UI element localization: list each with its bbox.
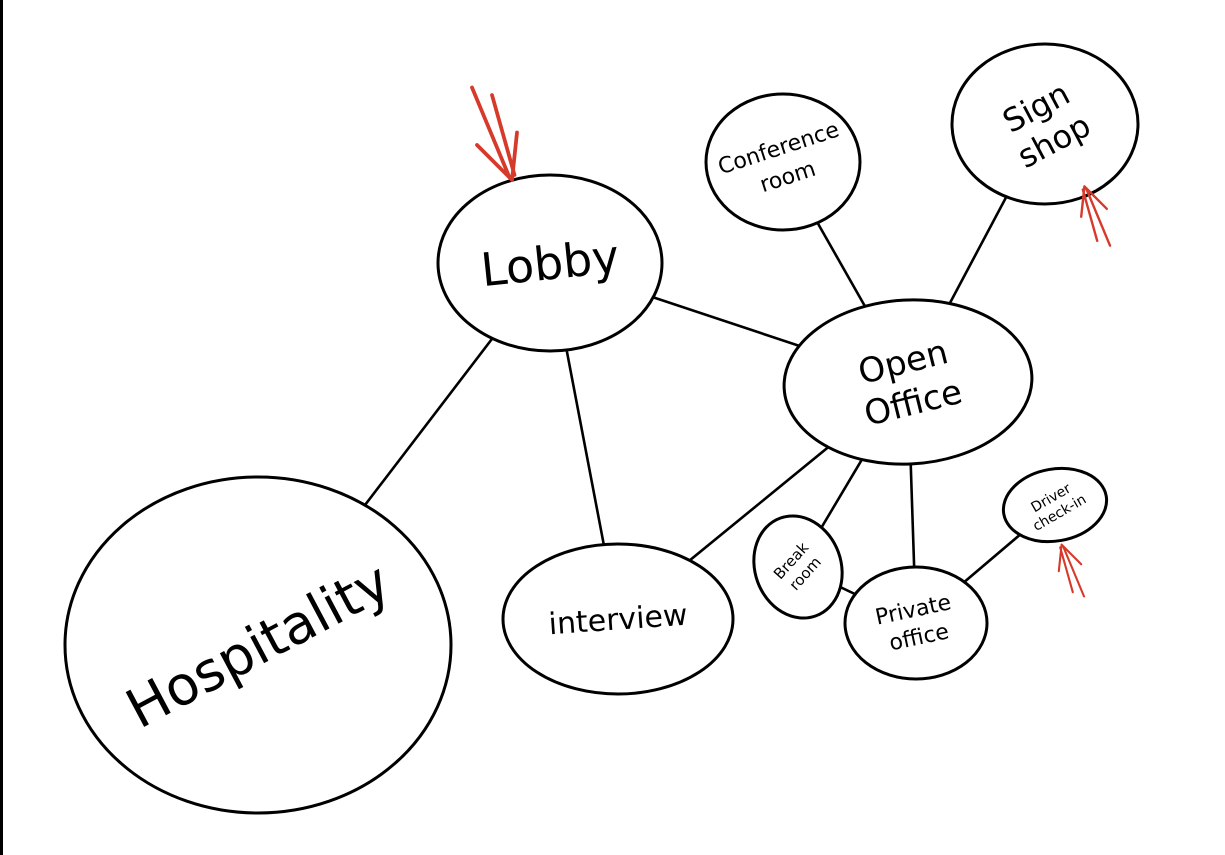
entry-arrow-icon-lobby (470, 85, 519, 182)
node-interview: interview (501, 542, 735, 696)
left-border (0, 0, 3, 855)
node-private-bubble (843, 565, 989, 681)
node-driver: Drivercheck-in (1001, 466, 1109, 544)
node-interview-bubble (501, 542, 735, 696)
node-private: Privateoffice (843, 565, 989, 681)
entry-arrow-icon-sign (1079, 185, 1112, 247)
node-driver-bubble (1001, 466, 1109, 544)
node-open: OpenOffice (782, 298, 1034, 466)
entry-markers (470, 85, 1112, 598)
node-sign-bubble (950, 42, 1140, 206)
node-conference-bubble (704, 92, 862, 232)
node-breakroom: Breakroom (752, 514, 844, 620)
node-lobby-bubble (436, 173, 664, 353)
node-hospitality: Hospitality (63, 475, 453, 815)
node-lobby: Lobby (436, 173, 664, 353)
node-open-bubble (782, 298, 1034, 466)
node-conference: Conferenceroom (704, 92, 862, 232)
node-hospitality-bubble (63, 475, 453, 815)
node-breakroom-bubble (752, 514, 844, 620)
entry-arrow-icon-driver (1057, 543, 1086, 598)
space-bubbles: Lobby Conferenceroom SignshopOpenOfficeHos… (63, 42, 1140, 815)
node-sign: Signshop (950, 42, 1140, 206)
